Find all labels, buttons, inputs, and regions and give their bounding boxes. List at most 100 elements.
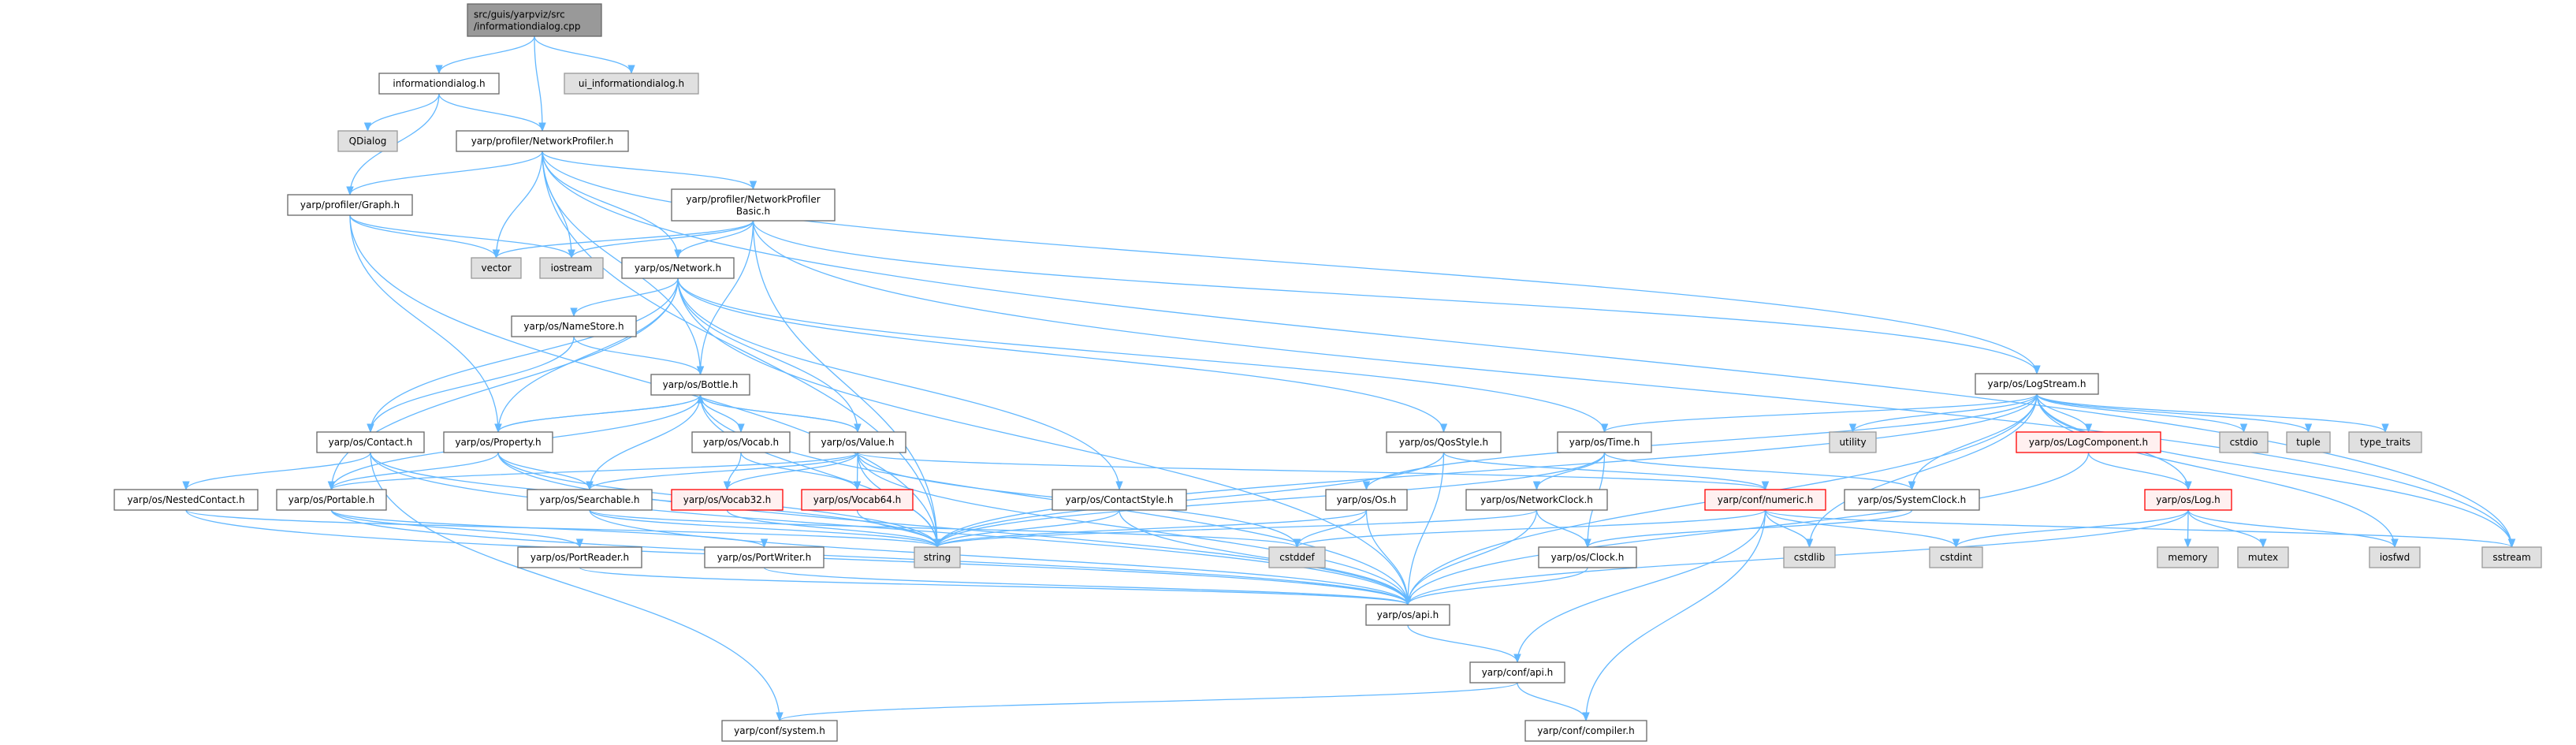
node-system[interactable]: yarp/conf/system.h	[721, 720, 838, 742]
node-graph[interactable]: yarp/profiler/Graph.h	[287, 194, 413, 216]
edge-value-to-portable	[328, 452, 858, 491]
node-confapi[interactable]: yarp/conf/api.h	[1469, 661, 1565, 684]
node-label: sstream	[2492, 552, 2530, 563]
node-netprof[interactable]: yarp/profiler/NetworkProfiler.h	[456, 130, 629, 152]
node-contactstyle[interactable]: yarp/os/ContactStyle.h	[1052, 489, 1187, 511]
node-cstdlib[interactable]: cstdlib	[1783, 546, 1836, 568]
node-qosstyle[interactable]: yarp/os/QosStyle.h	[1386, 431, 1502, 453]
node-cstdio[interactable]: cstdio	[2219, 431, 2269, 453]
node-root[interactable]: src/guis/yarpviz/src/informationdialog.c…	[467, 3, 602, 37]
node-iosfwd[interactable]: iosfwd	[2369, 546, 2421, 568]
edge-portable-to-osapi	[330, 509, 1412, 606]
node-box	[378, 73, 500, 95]
node-box	[801, 489, 914, 511]
node-logstream[interactable]: yarp/os/LogStream.h	[1975, 373, 2099, 395]
node-box	[1524, 720, 1647, 742]
node-box	[564, 73, 699, 95]
node-label: string	[924, 552, 951, 563]
node-iostream[interactable]: iostream	[539, 257, 604, 279]
node-label: iostream	[551, 263, 593, 274]
edge-qosstyle-to-numeric	[1442, 452, 1769, 491]
edge-searchable-to-cstddef	[589, 509, 1301, 549]
edge-numeric-to-cstdint	[1764, 509, 1960, 549]
edge-root-to-infodlg	[435, 35, 535, 75]
node-numeric[interactable]: yarp/conf/numeric.h	[1704, 489, 1826, 511]
node-box	[671, 188, 836, 222]
node-nested[interactable]: yarp/os/NestedContact.h	[114, 489, 259, 511]
node-typetraits[interactable]: type_traits	[2348, 431, 2422, 453]
edge-value-to-searchable	[586, 452, 858, 491]
node-netclock[interactable]: yarp/os/NetworkClock.h	[1465, 489, 1608, 511]
node-box	[704, 546, 825, 568]
edge-portreader-to-osapi	[579, 567, 1412, 606]
node-cstddef[interactable]: cstddef	[1268, 546, 1326, 568]
node-namestore[interactable]: yarp/os/NameStore.h	[511, 315, 637, 337]
node-label: yarp/profiler/Graph.h	[300, 199, 400, 210]
edge-log-to-iosfwd	[2187, 509, 2399, 549]
node-time[interactable]: yarp/os/Time.h	[1557, 431, 1652, 453]
node-box	[2348, 431, 2422, 453]
edge-qosstyle-to-osapi	[1404, 452, 1445, 606]
edge-network-to-portable	[327, 278, 679, 491]
edge-netprof-to-logstream	[542, 151, 2041, 375]
node-osapi[interactable]: yarp/os/api.h	[1365, 604, 1450, 626]
node-label: ui_informationdialog.h	[579, 78, 684, 89]
node-value[interactable]: yarp/os/Value.h	[809, 431, 906, 453]
node-qdialog[interactable]: QDialog	[337, 130, 398, 152]
node-sysclock[interactable]: yarp/os/SystemClock.h	[1844, 489, 1980, 511]
node-logcomp[interactable]: yarp/os/LogComponent.h	[2016, 431, 2161, 453]
node-portable[interactable]: yarp/os/Portable.h	[276, 489, 387, 511]
node-uiinfo[interactable]: ui_informationdialog.h	[564, 73, 699, 95]
node-tuple[interactable]: tuple	[2286, 431, 2331, 453]
node-property[interactable]: yarp/os/Property.h	[443, 431, 553, 453]
node-mutex[interactable]: mutex	[2237, 546, 2289, 568]
node-portreader[interactable]: yarp/os/PortReader.h	[517, 546, 642, 568]
node-label: cstdio	[2230, 437, 2258, 448]
node-log[interactable]: yarp/os/Log.h	[2144, 489, 2232, 511]
node-searchable[interactable]: yarp/os/Searchable.h	[527, 489, 653, 511]
node-infodlg[interactable]: informationdialog.h	[378, 73, 500, 95]
node-os[interactable]: yarp/os/Os.h	[1325, 489, 1408, 511]
node-box	[511, 315, 637, 337]
node-label: type_traits	[2360, 437, 2410, 448]
edge-netprof-to-network	[542, 151, 682, 259]
node-box	[1325, 489, 1408, 511]
node-box	[2481, 546, 2542, 568]
node-contact[interactable]: yarp/os/Contact.h	[316, 431, 425, 453]
node-memory[interactable]: memory	[2157, 546, 2219, 568]
node-bottle[interactable]: yarp/os/Bottle.h	[650, 374, 750, 396]
edge-value-to-bottle	[696, 393, 858, 433]
node-network[interactable]: yarp/os/Network.h	[621, 257, 735, 279]
node-cstdint[interactable]: cstdint	[1929, 546, 1983, 568]
node-label: cstdlib	[1794, 552, 1825, 563]
edge-value-to-numeric	[857, 452, 1769, 491]
node-vector[interactable]: vector	[471, 257, 522, 279]
node-label: yarp/os/Vocab32.h	[683, 494, 772, 505]
node-box	[1557, 431, 1652, 453]
node-compiler[interactable]: yarp/conf/compiler.h	[1524, 720, 1647, 742]
node-string[interactable]: string	[914, 546, 961, 568]
edge-value-to-osapi	[857, 452, 1412, 606]
node-label: yarp/profiler/NetworkProfiler.h	[471, 136, 614, 147]
node-vocab64[interactable]: yarp/os/Vocab64.h	[801, 489, 914, 511]
node-portwriter[interactable]: yarp/os/PortWriter.h	[704, 546, 825, 568]
node-clock[interactable]: yarp/os/Clock.h	[1538, 546, 1637, 568]
edge-portwriter-to-osapi	[763, 567, 1412, 606]
node-box	[2369, 546, 2421, 568]
node-sstream[interactable]: sstream	[2481, 546, 2542, 568]
node-label: utility	[1839, 437, 1866, 448]
edge-confapi-to-compiler	[1517, 682, 1590, 722]
node-utility[interactable]: utility	[1829, 431, 1877, 453]
node-vocab[interactable]: yarp/os/Vocab.h	[691, 431, 791, 453]
edge-contact-to-system	[370, 452, 784, 722]
node-label: /informationdialog.cpp	[474, 21, 581, 32]
edge-infodlg-to-qdialog	[363, 93, 440, 132]
node-box	[443, 431, 553, 453]
node-box	[527, 489, 653, 511]
node-label: Basic.h	[736, 206, 770, 217]
edge-vocab32-to-string	[726, 509, 941, 549]
node-vocab32[interactable]: yarp/os/Vocab32.h	[671, 489, 784, 511]
edge-contact-to-nested	[182, 452, 371, 491]
edge-root-to-netprof	[534, 35, 546, 132]
